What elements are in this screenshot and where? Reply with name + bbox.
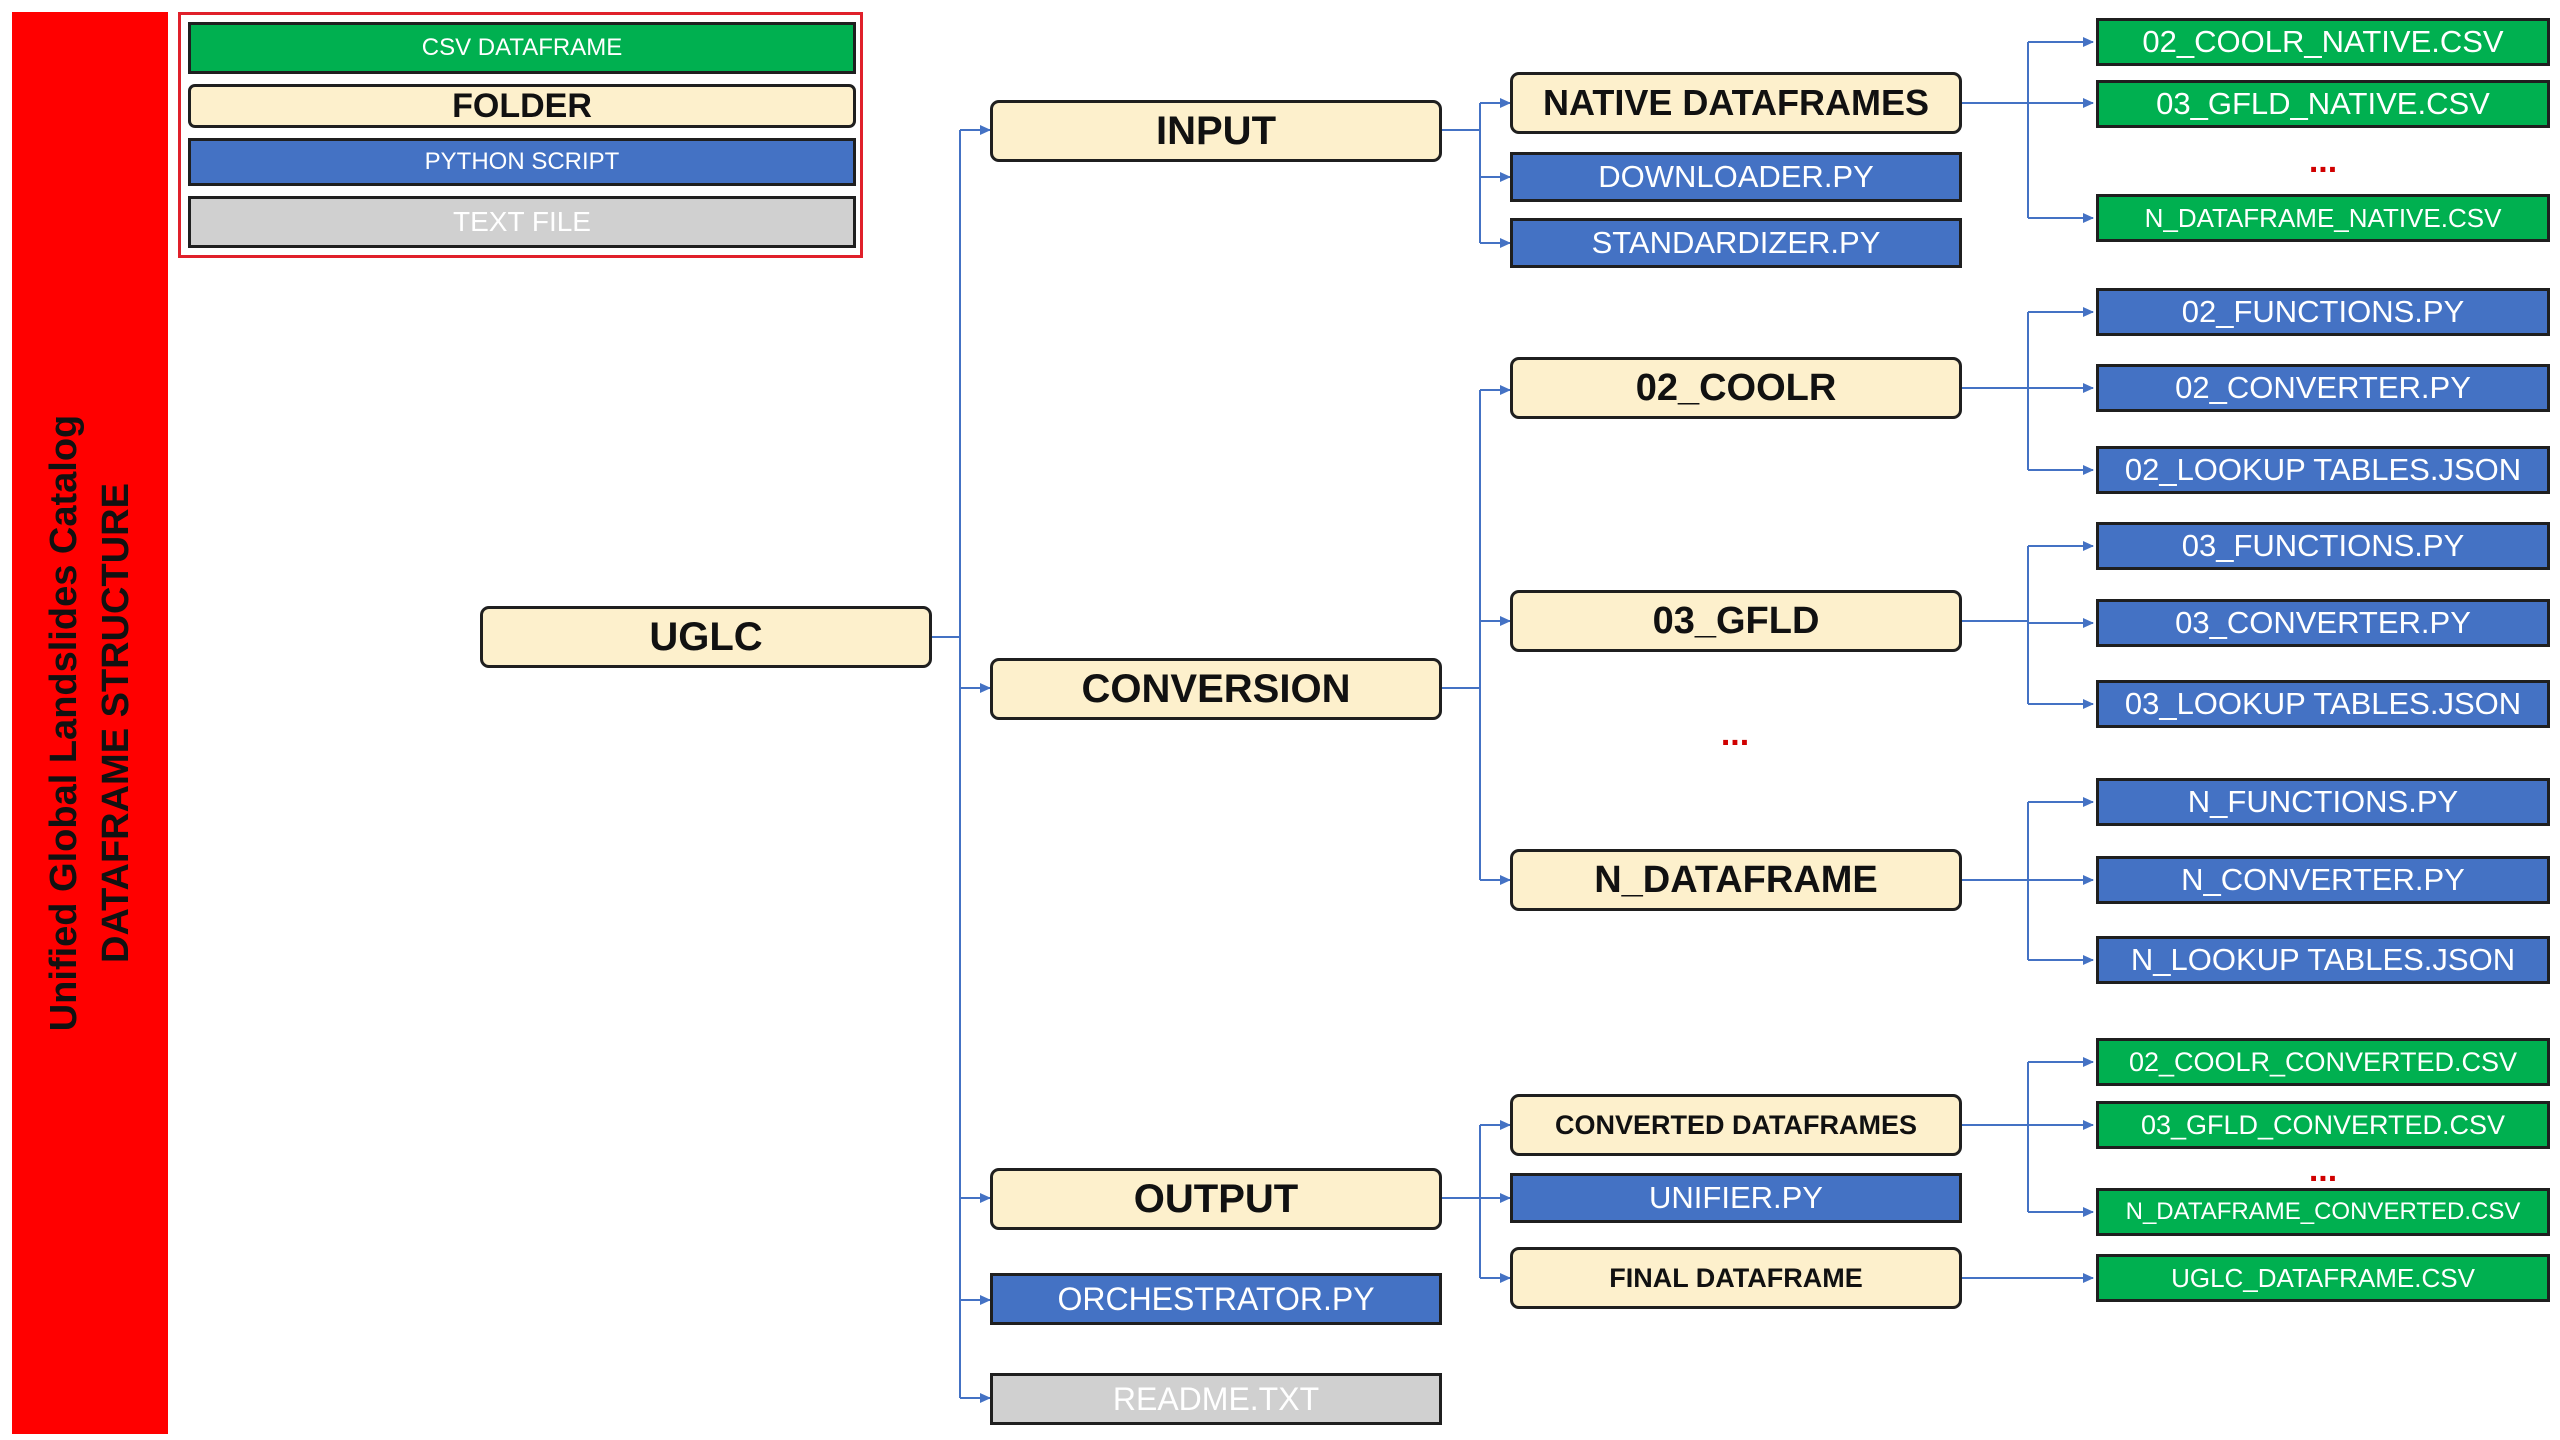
ellipsis-conversion: ... bbox=[1720, 715, 1750, 753]
file-unifier[interactable]: UNIFIER.PY bbox=[1510, 1173, 1962, 1223]
file-03-functions[interactable]: 03_FUNCTIONS.PY bbox=[2096, 522, 2550, 570]
legend-folder: FOLDER bbox=[188, 84, 856, 128]
legend-python: PYTHON SCRIPT bbox=[188, 138, 856, 186]
file-02-functions[interactable]: 02_FUNCTIONS.PY bbox=[2096, 288, 2550, 336]
folder-final-dataframe[interactable]: FINAL DATAFRAME bbox=[1510, 1247, 1962, 1309]
folder-conversion[interactable]: CONVERSION bbox=[990, 658, 1442, 720]
ellipsis-native: ... bbox=[2308, 142, 2338, 180]
file-03-gfld-converted[interactable]: 03_GFLD_CONVERTED.CSV bbox=[2096, 1101, 2550, 1149]
file-03-lookup-tables[interactable]: 03_LOOKUP TABLES.JSON bbox=[2096, 680, 2550, 728]
folder-native-dataframes[interactable]: NATIVE DATAFRAMES bbox=[1510, 72, 1962, 134]
file-02-converter[interactable]: 02_CONVERTER.PY bbox=[2096, 364, 2550, 412]
file-n-functions[interactable]: N_FUNCTIONS.PY bbox=[2096, 778, 2550, 826]
folder-02-coolr[interactable]: 02_COOLR bbox=[1510, 357, 1962, 419]
folder-n-dataframe[interactable]: N_DATAFRAME bbox=[1510, 849, 1962, 911]
folder-03-gfld[interactable]: 03_GFLD bbox=[1510, 590, 1962, 652]
folder-converted-dataframes[interactable]: CONVERTED DATAFRAMES bbox=[1510, 1094, 1962, 1156]
file-n-converter[interactable]: N_CONVERTER.PY bbox=[2096, 856, 2550, 904]
title-banner: Unified Global Landslides Catalog DATAFR… bbox=[12, 12, 168, 1434]
legend-text: TEXT FILE bbox=[188, 196, 856, 248]
file-orchestrator[interactable]: ORCHESTRATOR.PY bbox=[990, 1273, 1442, 1325]
file-02-coolr-native[interactable]: 02_COOLR_NATIVE.CSV bbox=[2096, 18, 2550, 66]
file-n-lookup-tables[interactable]: N_LOOKUP TABLES.JSON bbox=[2096, 936, 2550, 984]
file-n-dataframe-native[interactable]: N_DATAFRAME_NATIVE.CSV bbox=[2096, 194, 2550, 242]
file-readme[interactable]: README.TXT bbox=[990, 1373, 1442, 1425]
file-03-gfld-native[interactable]: 03_GFLD_NATIVE.CSV bbox=[2096, 80, 2550, 128]
file-02-coolr-converted[interactable]: 02_COOLR_CONVERTED.CSV bbox=[2096, 1038, 2550, 1086]
file-02-lookup-tables[interactable]: 02_LOOKUP TABLES.JSON bbox=[2096, 446, 2550, 494]
file-downloader[interactable]: DOWNLOADER.PY bbox=[1510, 152, 1962, 202]
legend-csv: CSV DATAFRAME bbox=[188, 22, 856, 74]
file-uglc-dataframe[interactable]: UGLC_DATAFRAME.CSV bbox=[2096, 1254, 2550, 1302]
ellipsis-converted: ... bbox=[2308, 1151, 2338, 1189]
folder-input[interactable]: INPUT bbox=[990, 100, 1442, 162]
legend bbox=[178, 12, 863, 258]
file-standardizer[interactable]: STANDARDIZER.PY bbox=[1510, 218, 1962, 268]
folder-uglc[interactable]: UGLC bbox=[480, 606, 932, 668]
folder-output[interactable]: OUTPUT bbox=[990, 1168, 1442, 1230]
file-03-converter[interactable]: 03_CONVERTER.PY bbox=[2096, 599, 2550, 647]
file-n-dataframe-converted[interactable]: N_DATAFRAME_CONVERTED.CSV bbox=[2096, 1188, 2550, 1236]
